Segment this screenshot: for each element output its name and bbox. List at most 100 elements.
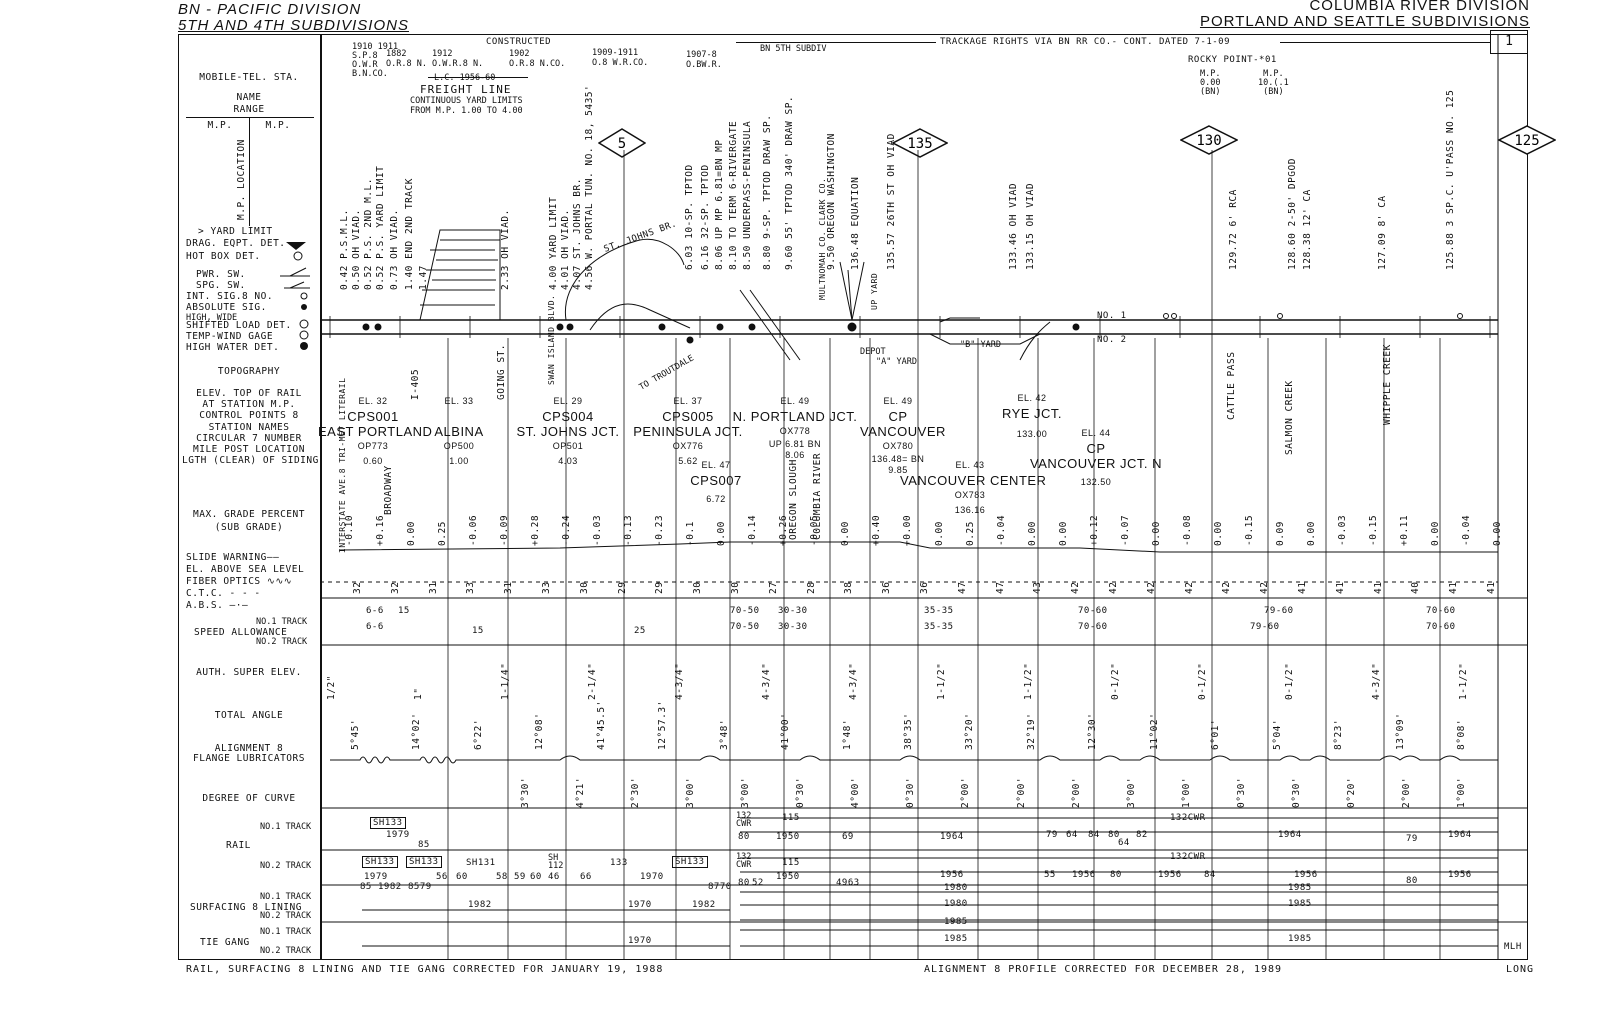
legend-yard-limit: > YARD LIMIT (198, 226, 273, 237)
track-no2-label: NO. 2 (1097, 335, 1127, 345)
grade-value: -0.15 (1368, 514, 1379, 546)
grade-value: -0.03 (1337, 514, 1348, 546)
whipple-creek-label: WHIPPLE CREEK (1382, 344, 1393, 425)
a-yard-label: "A" YARD (876, 357, 917, 367)
pwr-sw-icon (289, 267, 307, 277)
rail-no2-60: 60 (456, 872, 468, 882)
rail-no1-1979: 1979 (386, 830, 410, 840)
station-st-johns-jct: EL. 29 CPS004 ST. JOHNS JCT. OP501 4.03 (516, 396, 620, 466)
speed-no2: 70-60 (1426, 622, 1456, 632)
total-angle-value: 41°00' (780, 712, 791, 750)
speed-no1: 15 (398, 606, 410, 616)
freight-line-label: FREIGHT LINE (420, 83, 512, 96)
tie-gang-1985a: 1985 (944, 917, 968, 927)
grade-value: 0.00 (1213, 521, 1224, 546)
grade-value: -0.05 (809, 514, 820, 546)
degree-curve-value: 3°00' (1126, 776, 1137, 808)
tie-gang-1985c: 1985 (1288, 934, 1312, 944)
rail-no1-79: 79 (1046, 830, 1058, 840)
legend-elev-3: CONTROL POINTS 8 (199, 410, 299, 421)
legend-elev-1: ELEV. TOP OF RAIL (196, 388, 302, 399)
elevation-value: 41 (1486, 581, 1497, 594)
speed-no2: 79-60 (1250, 622, 1280, 632)
legend-alignment-2: FLANGE LUBRICATORS (193, 753, 305, 764)
grade-value: -0.07 (1120, 514, 1131, 546)
elevation-value: 47 (957, 581, 968, 594)
elevation-value: 42 (1259, 581, 1270, 594)
legend-surf-no1: NO.1 TRACK (260, 892, 312, 902)
rail-no2-4963: 4963 (836, 878, 860, 888)
legend-range: RANGE (233, 104, 265, 115)
station-vancouver: EL. 49 CP VANCOUVER OX780 136.48= BN 9.8… (860, 396, 946, 475)
legend-rail: RAIL (226, 840, 251, 851)
elevation-value: 32 (352, 581, 363, 594)
legend-ctc: C.T.C. - - - (186, 588, 261, 599)
legend-rail-no1: NO.1 TRACK (260, 822, 312, 832)
surfacing-no2-1982: 1982 (468, 900, 492, 910)
legend-speed-no1: NO.1 TRACK (256, 617, 308, 627)
total-angle-value: 13°09' (1395, 712, 1406, 750)
elevation-value: 42 (1221, 581, 1232, 594)
elevation-value: 31 (503, 581, 514, 594)
rail-no2-sh133c: SH133 (672, 856, 708, 868)
rail-no1-79b: 79 (1406, 834, 1418, 844)
rail-no1-1964b: 1964 (1278, 830, 1302, 840)
legend-int-sig: INT. SIG.8 NO. (186, 291, 274, 302)
legend-fiber-optics: FIBER OPTICS ∿∿∿ (186, 576, 293, 587)
rail-no1-sh133: SH133 (370, 817, 406, 829)
total-angle-value: 6°22' (473, 718, 484, 750)
speed-no1: 35-35 (924, 606, 954, 616)
rail-no2-8770: 8770 (708, 882, 732, 892)
rail-no1-1964: 1964 (940, 832, 964, 842)
going-st-label: GOING ST. (496, 344, 507, 400)
surfacing-no2-1970: 1970 (628, 900, 652, 910)
elevation-value: 41 (1297, 581, 1308, 594)
construction-1882: 1882 O.R.8 N. (386, 49, 427, 69)
station-vancouver-center: EL. 43 VANCOUVER CENTER OX783 136.16 (900, 460, 1047, 515)
rail-no1-64b: 64 (1118, 838, 1130, 848)
grade-value: 0.00 (1492, 521, 1503, 546)
yard-limits-note-1: CONTINUOUS YARD LIMITS (410, 96, 523, 106)
rail-no2-1970: 1970 (640, 872, 664, 882)
grade-value: 0.25 (437, 521, 448, 546)
station-cps007: EL. 47 CPS007 6.72 (690, 460, 742, 504)
degree-curve-value: 0°20' (1346, 776, 1357, 808)
rail-no2-sh133: SH133 (362, 856, 398, 868)
rail-no2-133: 133 (610, 858, 628, 868)
legend-abs-sig: ABSOLUTE SIG. (186, 302, 267, 313)
construction-1912: 1912 O.W.R.8 N. (432, 49, 484, 69)
elevation-value: 41 (1448, 581, 1459, 594)
header-right-line2: PORTLAND AND SEATTLE SUBDIVISIONS (1199, 13, 1530, 30)
degree-curve-value: 3°00' (740, 776, 751, 808)
degree-curve-value: 2°00' (960, 776, 971, 808)
rail-no1-69: 69 (842, 832, 854, 842)
legend-mp-left: M.P. (207, 120, 233, 131)
legend-spg-sw: SPG. SW. (196, 280, 246, 291)
legend-divider (320, 34, 322, 960)
elevation-value: 42 (1070, 581, 1081, 594)
speed-no2: 6-6 (366, 622, 384, 632)
legend-rail-no2: NO.2 TRACK (260, 861, 312, 871)
grade-value: -0.23 (654, 514, 665, 546)
construction-1902: 1902 O.R.8 N.CO. (509, 49, 566, 69)
rail-no2-sh133b: SH133 (406, 856, 442, 868)
elevation-value: 30 (692, 581, 703, 594)
legend-slide-warning: SLIDE WARNING—— (186, 552, 280, 563)
station-vancouver-jct-n: EL. 44 CP VANCOUVER JCT. N 132.50 (1030, 428, 1162, 487)
rail-no2-80: 80 (738, 878, 750, 888)
multnomah-label: MULTNOMAH CO. CLARK CO. (818, 177, 827, 300)
up-yard-label: UP YARD (870, 272, 879, 310)
rail-no1-115: 115 (782, 813, 800, 823)
total-angle-value: 8°23' (1333, 718, 1344, 750)
rail-no1-64: 64 (1066, 830, 1078, 840)
total-angle-value: 12°57.3' (657, 700, 668, 750)
elevation-value: 28 (806, 581, 817, 594)
elevation-value: 30 (730, 581, 741, 594)
speed-no2: 25 (634, 626, 646, 636)
grade-value: -0.09 (499, 514, 510, 546)
elevation-value: 42 (1184, 581, 1195, 594)
legend-shifted-load: SHIFTED LOAD DET. (186, 320, 292, 331)
rail-no2-sh112: SH 112 (548, 853, 564, 871)
super-elev-value: 1/2" (326, 675, 337, 700)
